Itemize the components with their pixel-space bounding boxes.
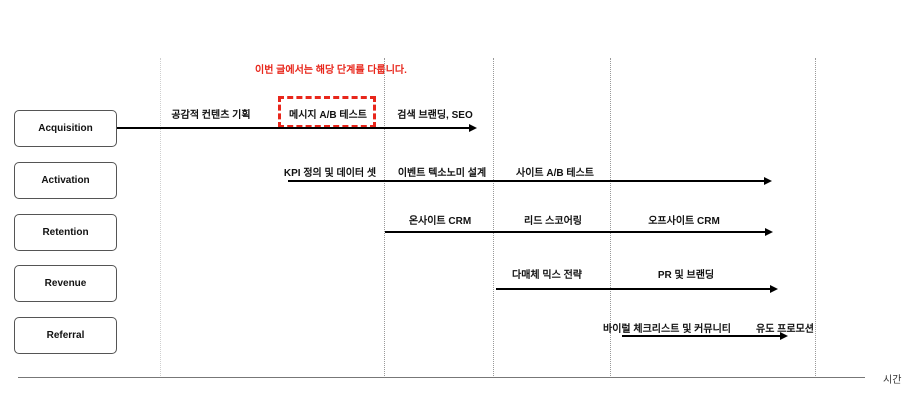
stage-revenue: Revenue bbox=[14, 265, 117, 302]
task-message-ab-test: 메시지 A/B 테스트 bbox=[289, 110, 367, 121]
retention-timeline-arrow bbox=[385, 228, 773, 236]
stage-label: Retention bbox=[42, 227, 89, 238]
activation-timeline-arrow bbox=[288, 177, 772, 185]
time-axis bbox=[18, 377, 865, 378]
task-viral-checklist: 바이럴 체크리스트 및 커뮤니티 bbox=[603, 324, 731, 335]
stage-retention: Retention bbox=[14, 214, 117, 251]
stage-label: Revenue bbox=[44, 278, 87, 289]
task-empathetic-content: 공감적 컨텐츠 기획 bbox=[171, 110, 251, 121]
task-site-ab-test: 사이트 A/B 테스트 bbox=[516, 168, 594, 179]
phase-divider-3 bbox=[493, 58, 494, 376]
stage-referral: Referral bbox=[14, 317, 117, 354]
stage-acquisition: Acquisition bbox=[14, 110, 117, 147]
task-onsite-crm: 온사이트 CRM bbox=[408, 216, 472, 227]
task-lead-scoring: 리드 스코어링 bbox=[524, 216, 582, 227]
highlight-note: 이번 글에서는 해당 단계를 다룹니다. bbox=[255, 65, 407, 76]
stage-label: Activation bbox=[41, 175, 90, 186]
task-pr-branding: PR 및 브랜딩 bbox=[657, 270, 715, 281]
time-axis-label: 시간 bbox=[883, 375, 902, 386]
task-media-mix: 다매체 믹스 전략 bbox=[512, 270, 582, 281]
highlight-dashed-box bbox=[278, 96, 376, 128]
revenue-timeline-arrow bbox=[496, 285, 778, 293]
task-kpi-dataset: KPI 정의 및 데이터 셋 bbox=[283, 168, 377, 179]
phase-divider-5 bbox=[815, 58, 816, 376]
task-event-taxonomy: 이벤트 텍소노미 설계 bbox=[397, 168, 487, 179]
stage-label: Referral bbox=[46, 330, 85, 341]
stage-activation: Activation bbox=[14, 162, 117, 199]
task-search-branding-seo: 검색 브랜딩, SEO bbox=[397, 110, 473, 121]
phase-divider-1 bbox=[160, 58, 161, 376]
task-incentive-promotion: 유도 프로모션 bbox=[756, 324, 814, 335]
phase-divider-4 bbox=[610, 58, 611, 376]
phase-divider-2 bbox=[384, 58, 385, 376]
stage-label: Acquisition bbox=[38, 123, 93, 134]
task-offsite-crm: 오프사이트 CRM bbox=[648, 216, 720, 227]
referral-timeline-arrow bbox=[622, 332, 788, 340]
acquisition-timeline-arrow bbox=[117, 124, 477, 132]
